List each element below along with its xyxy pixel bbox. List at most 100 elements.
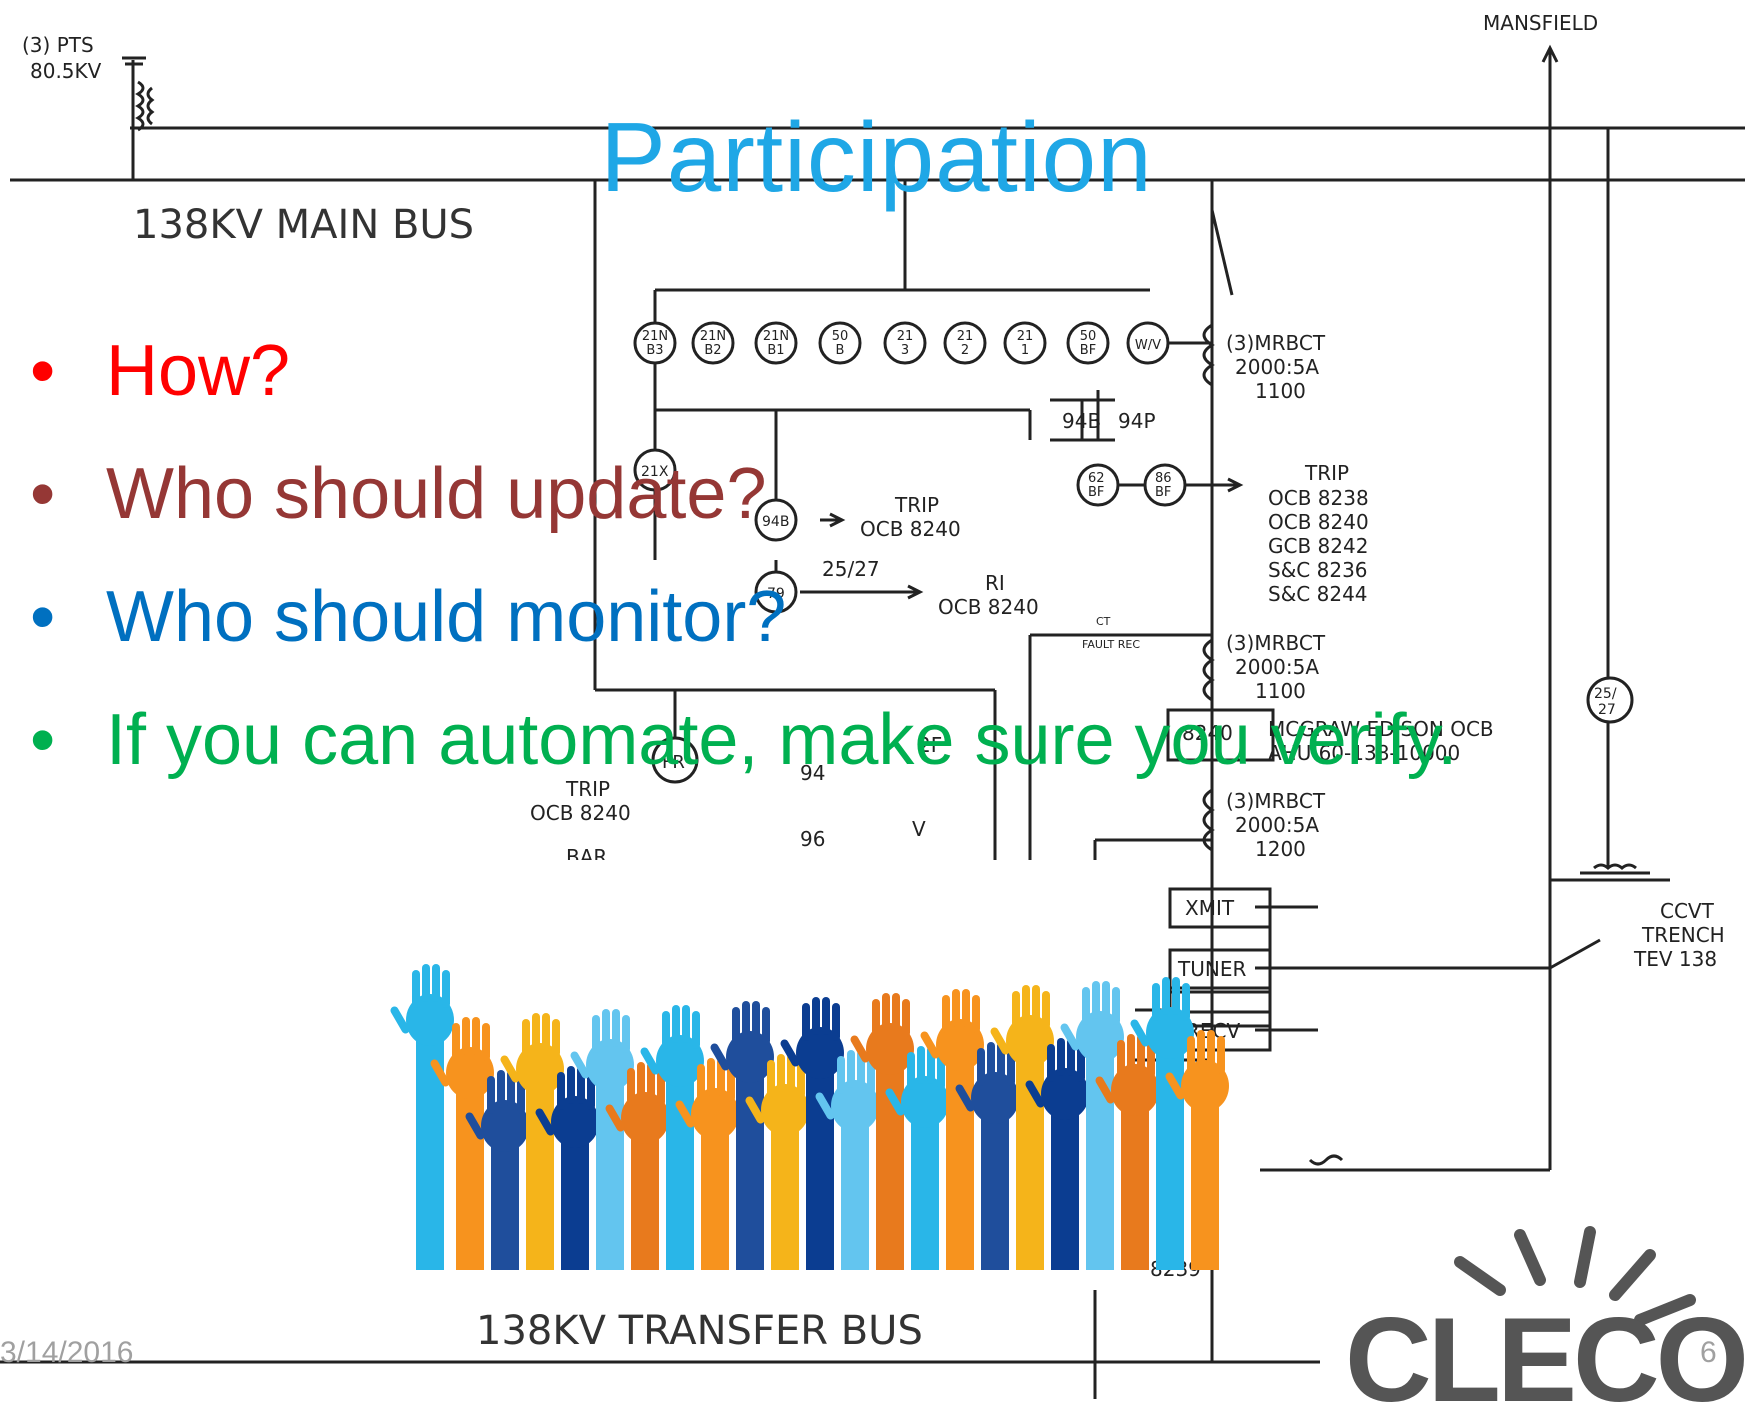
- hand-arm: [526, 1074, 554, 1270]
- raised-hand: [605, 1062, 669, 1270]
- relay-circle: 212: [943, 321, 987, 365]
- relay-circle-outline: [943, 321, 987, 365]
- hand-arm: [876, 1054, 904, 1270]
- hand-finger: [1207, 1030, 1215, 1068]
- raised-hand: [465, 1070, 529, 1270]
- hand-arm: [596, 1070, 624, 1270]
- hand-finger: [522, 1019, 530, 1057]
- hand-finger: [682, 1005, 690, 1043]
- hand-finger: [1102, 981, 1110, 1019]
- trip-list-title: TRIP: [1304, 461, 1349, 485]
- hand-thumb: [1025, 1080, 1045, 1108]
- hand-finger: [567, 1066, 575, 1104]
- hand-finger: [837, 1056, 845, 1094]
- hand-finger: [742, 1001, 750, 1039]
- mrbct-2-line2: 2000:5A: [1235, 655, 1319, 679]
- hand-arm: [1086, 1042, 1114, 1270]
- hand-thumb: [1095, 1076, 1115, 1104]
- relay-circle-outline: [691, 321, 735, 365]
- hand-finger: [732, 1007, 740, 1045]
- trip-3-line2: OCB 8240: [530, 801, 631, 825]
- bullet-item: •Who should update?: [30, 458, 1457, 581]
- relay-25-27-top: 25/: [1594, 686, 1617, 702]
- hand-thumb: [955, 1084, 975, 1112]
- bullet-text: How?: [106, 331, 291, 411]
- hand-arm: [631, 1123, 659, 1270]
- hand-finger: [472, 1017, 480, 1055]
- relay-circle-outline: [883, 321, 927, 365]
- transfer-bus-label: 138KV TRANSFER BUS: [476, 1308, 923, 1354]
- relay-62bf-circle: [1076, 463, 1120, 507]
- raised-hand: [955, 1042, 1019, 1270]
- relay-fr-circle: [651, 736, 699, 784]
- hand-thumb: [500, 1055, 520, 1083]
- hand-finger: [1172, 977, 1180, 1015]
- footer-date: 3/14/2016: [0, 1336, 134, 1369]
- ct-label: CT: [1096, 615, 1111, 628]
- raised-hand: [920, 989, 984, 1270]
- relay-86bf-bottom: BF: [1155, 485, 1171, 500]
- relay-circle: 213: [883, 321, 927, 365]
- hand-arm: [1016, 1046, 1044, 1270]
- relay-94b-label: 94B: [762, 514, 789, 530]
- tuner-label: TUNER: [1177, 957, 1246, 981]
- page-number: 6: [1700, 1336, 1717, 1369]
- mrbct-1-line1: (3)MRBCT: [1226, 331, 1326, 355]
- raised-hand: [745, 1054, 809, 1270]
- hand-thumb: [390, 1006, 410, 1034]
- trip-list-item-3: GCB 8242: [1268, 534, 1368, 558]
- bullet-list: •How? •Who should update? •Who should mo…: [30, 335, 1457, 827]
- raised-hand: [675, 1058, 739, 1270]
- hand-finger: [482, 1023, 490, 1061]
- hand-finger: [987, 1042, 995, 1080]
- relay-79-label: 79: [767, 586, 785, 602]
- hand-finger: [902, 999, 910, 1037]
- hand-finger: [1162, 977, 1170, 1015]
- raised-hand: [570, 1009, 634, 1270]
- hand-finger: [627, 1068, 635, 1106]
- relay-circle-label-bottom: 3: [901, 343, 909, 358]
- hand-finger: [1012, 991, 1020, 1029]
- hand-finger: [777, 1054, 785, 1092]
- relay-circle-label-bottom: 2: [961, 343, 969, 358]
- hand-arm: [491, 1131, 519, 1270]
- relay-circle-outline: [818, 321, 862, 365]
- trip-list-item-2: OCB 8240: [1268, 510, 1369, 534]
- mrbct-2-line3: 1100: [1255, 679, 1306, 703]
- hand-finger: [752, 1001, 760, 1039]
- relay-circle-label-top: 21: [957, 329, 974, 344]
- trip-2-line1: TRIP: [894, 493, 939, 517]
- relay-circle-label-top: 50: [1080, 329, 1097, 344]
- hand-finger: [822, 997, 830, 1035]
- raised-hand: [500, 1013, 564, 1270]
- ccvt-line2: TRENCH: [1641, 923, 1725, 947]
- hand-arm: [736, 1062, 764, 1270]
- bullet-text: Who should monitor?: [106, 577, 787, 657]
- relay-21x-label: 21X: [641, 464, 669, 480]
- bullet-text: Who should update?: [106, 454, 767, 534]
- hand-thumb: [430, 1059, 450, 1087]
- hand-arm: [981, 1103, 1009, 1270]
- trip-list-item-1: OCB 8238: [1268, 486, 1369, 510]
- trip-list-item-5: S&C 8244: [1268, 582, 1368, 606]
- relay-circle-label-top: 21N: [763, 329, 789, 344]
- hand-thumb: [780, 1039, 800, 1067]
- ri-line1: RI: [985, 571, 1005, 595]
- bullet-item: •Who should monitor?: [30, 581, 1457, 704]
- hand-thumb: [815, 1092, 835, 1120]
- hand-finger: [972, 995, 980, 1033]
- bullet-item: •How?: [30, 335, 1457, 458]
- v-label: V: [912, 817, 926, 841]
- cleco-logo-rays: [1454, 1226, 1696, 1326]
- hand-finger: [412, 970, 420, 1008]
- hand-arm: [911, 1107, 939, 1270]
- relay-21x-circle: [633, 448, 677, 492]
- contact-94: 94: [800, 761, 825, 785]
- hand-finger: [692, 1011, 700, 1049]
- pts-voltage: 80.5KV: [30, 59, 102, 83]
- relay-circle-outline: [1126, 321, 1170, 365]
